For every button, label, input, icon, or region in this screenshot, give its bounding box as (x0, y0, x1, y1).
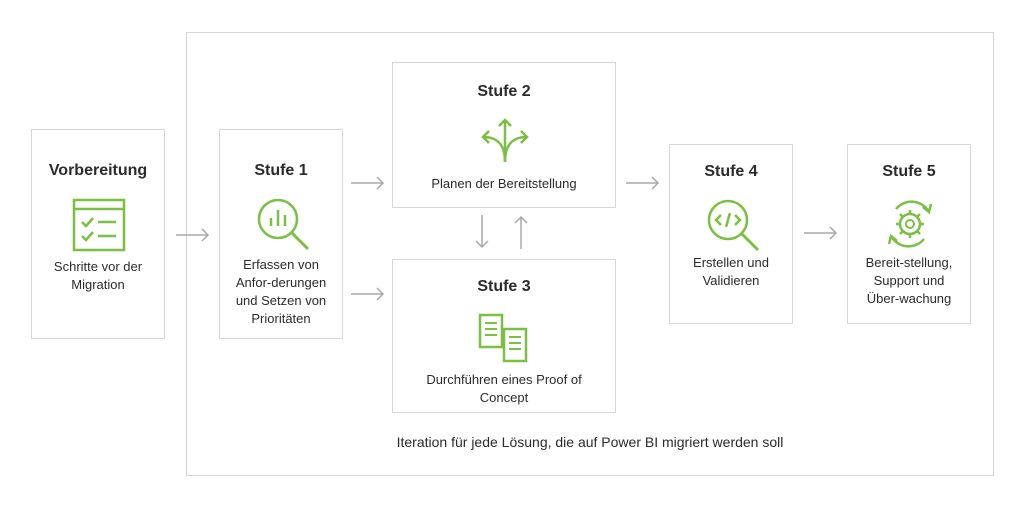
split-arrow-icon (481, 118, 529, 163)
preparation-box: Vorbereitung Schritte vor der Migration (31, 129, 165, 339)
stage2-text: Planen der Bereitstellung (431, 176, 577, 191)
stage1-box: Stufe 1 Erfassen von Anfor-derungen und … (219, 129, 343, 339)
stage1-text: Erfassen von Anfor-derungen und Setzen v… (235, 257, 327, 326)
stage4-title: Stufe 4 (704, 163, 758, 180)
magnifier-chart-icon (257, 198, 310, 251)
stage1-title: Stufe 1 (254, 162, 308, 179)
stage2-title: Stufe 2 (477, 83, 531, 100)
arrow-stage2-to-stage4 (626, 176, 660, 190)
gear-cycle-icon (887, 200, 933, 248)
iteration-caption: Iteration für jede Lösung, die auf Power… (396, 434, 784, 450)
documents-icon (478, 313, 528, 363)
stage3-title: Stufe 3 (477, 278, 531, 295)
stage4-box: Stufe 4 Erstellen und Validieren (669, 144, 793, 324)
preparation-text: Schritte vor der Migration (53, 259, 143, 292)
stage4-text: Erstellen und Validieren (693, 255, 769, 288)
arrow-stage1-to-stage3 (351, 287, 385, 301)
iteration-container (186, 32, 994, 476)
stage2-box: Stufe 2 Planen der Bereitstellung (392, 62, 616, 208)
stage3-box: Stufe 3 Durchführen eines Proof of Conce… (392, 259, 616, 413)
code-magnifier-icon (707, 199, 760, 252)
arrow-stage2-down-to-stage3 (475, 215, 489, 249)
checklist-icon (72, 198, 126, 252)
stage5-box: Stufe 5 Bereit-stellung, Support und Übe… (847, 144, 971, 324)
arrow-prep-to-stage1 (176, 228, 210, 242)
stage3-text: Durchführen eines Proof of Concept (426, 372, 582, 405)
arrow-stage3-up-to-stage2 (514, 215, 528, 249)
stage5-text: Bereit-stellung, Support und Über-wachun… (865, 255, 953, 306)
preparation-title: Vorbereitung (48, 162, 148, 179)
stage5-title: Stufe 5 (882, 163, 936, 180)
arrow-stage1-to-stage2 (351, 176, 385, 190)
arrow-stage4-to-stage5 (804, 226, 838, 240)
